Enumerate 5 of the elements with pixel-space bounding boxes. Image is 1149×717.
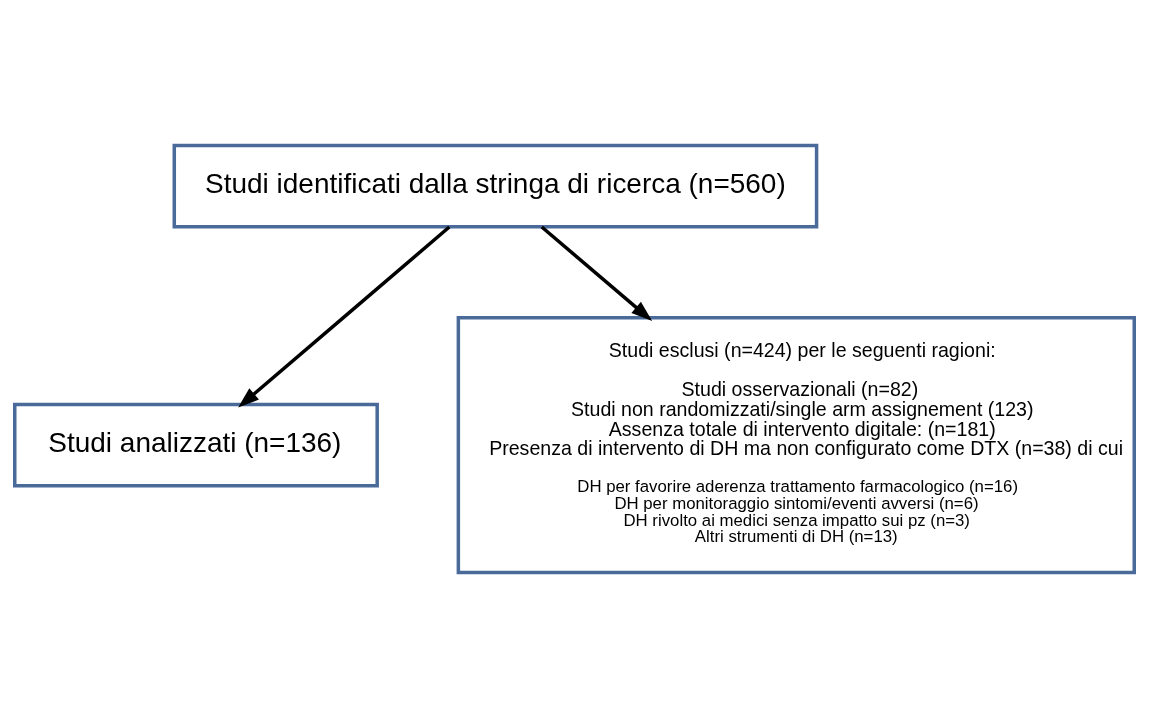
node-box: Studi esclusi (n=424) per le seguenti ragioni: Studi osservazionali (n=82) Studi non randomizzati/single arm assignement (123) Assenza totale di intervento digitale: (n=181) Presenza di intervento di DH ma non configurato come DTX (n=38) di cui DH per favorire aderenza trattamento farmacologico (n=16) DH per monitoraggio sintomi/eventi avversi (n=6) DH rivolto ai medici senza impatto sui pz (n=3) Altri strumenti di DH (n=13)	[456, 315, 1136, 574]
node-box: Studi analizzati (n=136)	[13, 402, 379, 487]
node-box: Studi identificati dalla stringa di ricerca (n=560)	[172, 143, 819, 228]
arrow	[238, 225, 451, 408]
arrow	[540, 225, 653, 321]
